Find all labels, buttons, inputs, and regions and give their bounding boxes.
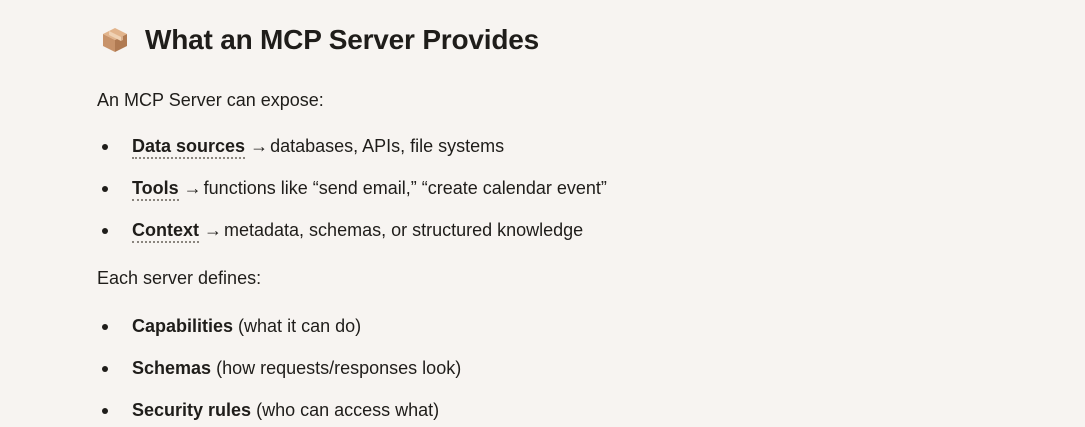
bullet-icon (102, 324, 108, 330)
item-description: metadata, schemas, or structured knowled… (224, 220, 584, 240)
item-description: (how requests/responses look) (216, 358, 462, 378)
term-context[interactable]: Context (132, 220, 199, 243)
list-item: Context→metadata, schemas, or structured… (97, 218, 607, 260)
term-data-sources[interactable]: Data sources (132, 136, 246, 159)
term-tools[interactable]: Tools (132, 178, 179, 201)
list-item: Schemas (how requests/responses look) (97, 356, 461, 398)
bullet-icon (102, 366, 108, 372)
bullet-icon (102, 228, 108, 234)
section-heading: What an MCP Server Provides (101, 24, 539, 56)
list-item: Tools→functions like “send email,” “crea… (97, 176, 607, 218)
item-description: (what it can do) (238, 316, 362, 336)
list-item: Security rules (who can access what) (97, 398, 461, 427)
intro-defines-text: Each server defines: (97, 268, 262, 288)
intro-expose-text: An MCP Server can expose: (97, 90, 324, 110)
package-box-icon (101, 26, 129, 54)
defines-list: Capabilities (what it can do) Schemas (h… (97, 314, 461, 427)
item-description: (who can access what) (256, 400, 440, 420)
bullet-icon (102, 144, 108, 150)
section-title: What an MCP Server Provides (145, 24, 539, 55)
item-description: functions like “send email,” “create cal… (203, 178, 607, 198)
arrow-icon: → (183, 178, 202, 198)
expose-list: Data sources→databases, APIs, file syste… (97, 134, 607, 260)
term-schemas: Schemas (132, 358, 212, 378)
bullet-icon (102, 186, 108, 192)
list-item: Data sources→databases, APIs, file syste… (97, 134, 607, 176)
term-capabilities: Capabilities (132, 316, 234, 336)
bullet-icon (102, 408, 108, 414)
arrow-icon: → (250, 136, 269, 156)
arrow-icon: → (204, 220, 222, 240)
term-security-rules: Security rules (132, 400, 252, 420)
item-description: databases, APIs, file systems (270, 136, 505, 156)
list-item: Capabilities (what it can do) (97, 314, 461, 356)
